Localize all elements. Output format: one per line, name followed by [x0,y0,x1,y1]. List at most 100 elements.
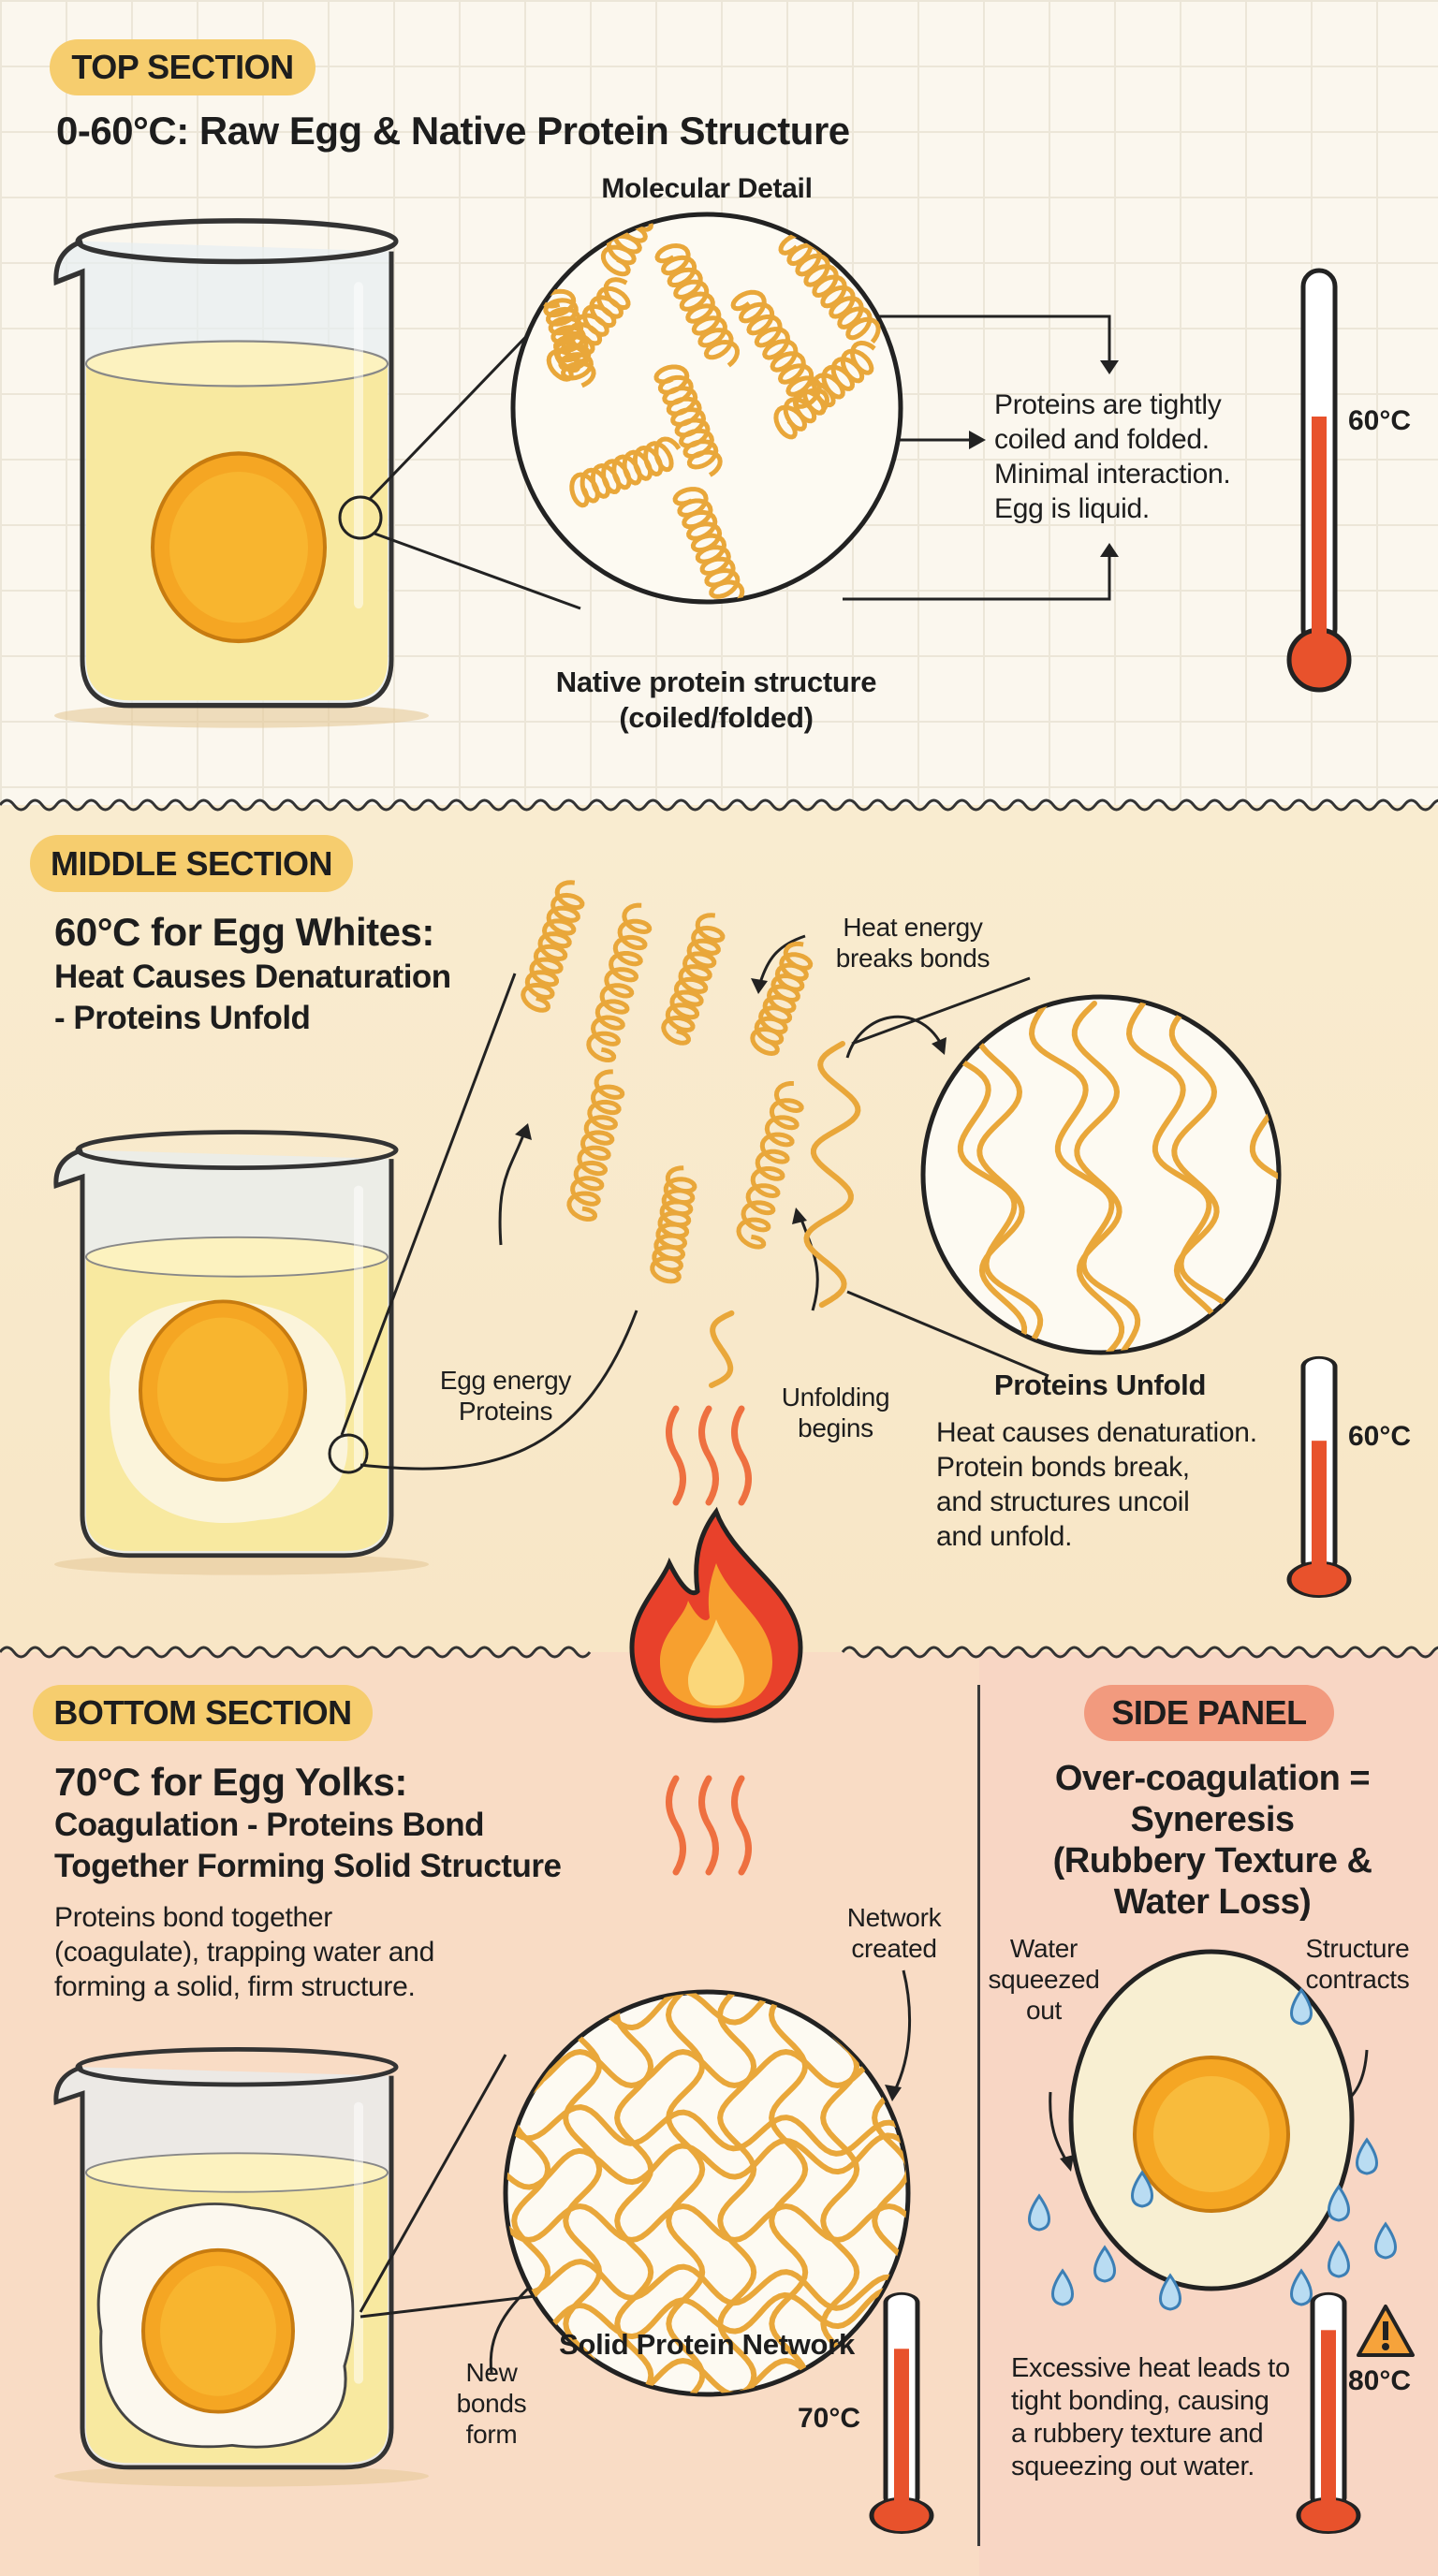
bottom-section-badge: BOTTOM SECTION [33,1685,373,1741]
heat-waves-icon [666,1405,752,1506]
text-line: Proteins bond together [54,1902,332,1933]
thermometer-fill [1321,2330,1336,2510]
beaker-egg-yolk [45,2041,438,2487]
beaker-egg-whites [45,1123,438,1575]
text-line: created [851,1934,937,1963]
water-droplet [1290,1987,1313,2026]
arrow-icon [892,1969,912,2093]
bottom-description: Proteins bond together (coagulate), trap… [54,1900,434,2004]
new-bonds-label: New bonds form [435,2357,548,2450]
thermometer-icon [1283,1355,1356,1608]
molecular-detail-label: Molecular Detail [601,173,813,204]
network-strand [819,1993,860,2393]
text-line: Over-coagulation = [1054,1759,1371,1798]
protein-coil [586,902,653,1063]
text-line: (Rubbery Texture & [1052,1841,1372,1881]
side-panel-divider [977,1685,980,2546]
protein-coil [773,340,876,440]
bottom-title: 70°C for Egg Yolks: [54,1760,407,1804]
water-droplet [1356,2137,1378,2175]
text-line: Proteins are tightly [994,389,1222,420]
text-line: and unfold. [936,1521,1073,1552]
water-droplet [1328,2184,1350,2222]
network-strand [665,1993,706,2393]
text-line: forming a solid, firm structure. [54,1971,416,2002]
network-strand [613,1993,654,2393]
bottom-subtitle: Coagulation - Proteins Bond Together For… [54,1805,562,1887]
protein-coil [653,364,723,477]
protein-coil [540,288,596,388]
flame-icon [629,1506,803,1723]
thermometer-fill [1312,1441,1327,1574]
text-line: - Proteins Unfold [54,1000,311,1036]
unfolded-protein [1071,1001,1125,1352]
text-line: Native protein structure [555,666,877,698]
overcooked-egg-illustration [1028,1949,1397,2311]
zoom-origin-circle [338,495,383,540]
protein-coil [654,242,741,368]
middle-section-badge: MIDDLE SECTION [30,835,353,892]
thermometer-icon [865,2291,938,2544]
network-strand [506,2259,907,2311]
network-strand [716,1993,757,2393]
arrow-icon [799,1216,819,1311]
side-temperature: 80°C [1348,2365,1412,2396]
network-strand [562,1993,603,2393]
text-line: tight bonding, causing [1011,2386,1269,2416]
heat-wave [698,1775,719,1876]
water-droplet [1131,2170,1153,2208]
text-line: Together Forming Solid Structure [54,1848,562,1884]
protein-coil [521,880,585,1013]
side-description: Excessive heat leads to tight bonding, c… [1011,2352,1290,2483]
arrow-icon [843,548,1111,601]
protein-coil [750,941,814,1057]
unfolded-protein [1028,1001,1141,1352]
water-droplet [1290,2268,1313,2306]
text-line: Proteins [458,1397,553,1426]
text-line: Unfolding [781,1383,890,1412]
text-line: Syneresis [1130,1800,1295,1839]
text-line: form [465,2420,518,2449]
text-line: New [465,2358,518,2387]
unfolded-protein [974,1001,1028,1352]
text-line: Heat causes denaturation. [936,1417,1257,1448]
text-line: Minimal interaction. [994,459,1231,490]
text-line: squeezed [988,1965,1100,1994]
water-droplets-icon [1028,1987,1397,2311]
text-line: Heat Causes Denaturation [54,959,451,995]
wavy-divider [0,798,1438,812]
unfolding-begins-label: Unfolding begins [749,1382,922,1443]
unfolded-proteins-circle [920,994,1282,1355]
protein-coil [730,289,830,416]
unfolding-protein [709,1310,735,1388]
arrow-icon [843,315,1111,370]
text-line: out [1025,1996,1063,2025]
protein-coil [661,913,726,1046]
protein-coil [650,1165,697,1284]
protein-coil [778,232,881,344]
middle-temperature: 60°C [1348,1421,1412,1452]
water-droplet [1374,2221,1397,2260]
bottom-temperature: 70°C [798,2403,861,2434]
text-line: begins [798,1413,873,1442]
text-line: Protein bonds break, [936,1452,1190,1483]
thermometer-icon [1283,267,1356,707]
unfolding-protein [803,1041,861,1309]
water-droplet [1159,2273,1181,2311]
water-droplet [1028,2193,1050,2232]
text-line: Egg energy [439,1366,572,1395]
text-line: Water Loss) [1113,1882,1312,1922]
top-section-badge: TOP SECTION [50,39,315,95]
text-line: squeezing out water. [1011,2452,1255,2481]
protein-coil [569,436,682,508]
text-line: breaks bonds [835,944,990,973]
text-line: coiled and folded. [994,424,1210,455]
thermometer-icon [1292,2291,1365,2544]
protein-coil [672,487,745,601]
text-line: Structure [1305,1934,1410,1963]
protein-coil [566,1069,625,1222]
heat-wave [666,1405,686,1506]
egg-energy-label: Egg energy Proteins [412,1365,599,1427]
arrow-icon [758,934,806,984]
water-droplet [1328,2240,1350,2278]
